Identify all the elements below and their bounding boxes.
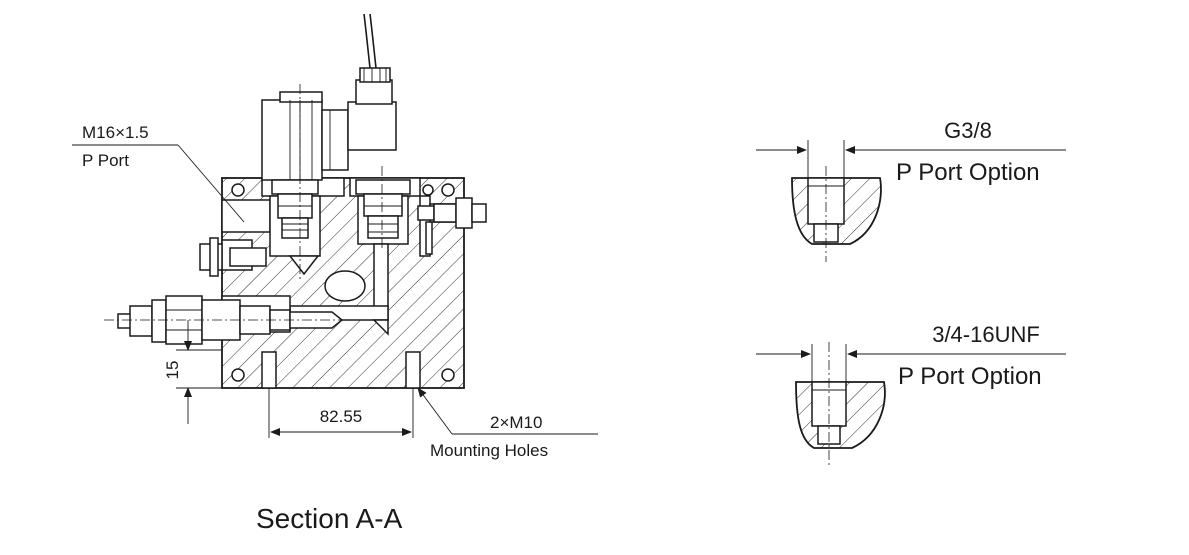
corner-screws	[231, 183, 455, 382]
right-cartridge	[355, 179, 411, 239]
section-title: Section A-A	[256, 503, 403, 534]
port-option-2: 3/4-16UNF P Port Option	[756, 322, 1066, 466]
left-fitting	[199, 237, 267, 277]
dimension-horizontal: 82.55	[268, 388, 414, 438]
holes-spec-label: 2×M10	[490, 413, 542, 432]
holes-callout: 2×M10 Mounting Holes	[417, 387, 598, 460]
right-fitting	[417, 197, 487, 255]
section-view: M16×1.5 P Port 15 82.55 2×M10 Mounting H…	[72, 13, 598, 534]
left-cartridge	[271, 179, 319, 239]
solenoid-coil	[261, 13, 397, 181]
option-1-label: P Port Option	[896, 159, 1040, 186]
port-callout: M16×1.5 P Port	[72, 123, 245, 223]
option-1-thread: G3/8	[944, 118, 992, 143]
dim-horizontal-label: 82.55	[320, 407, 363, 426]
dim-vertical-label: 15	[163, 361, 182, 380]
holes-name-label: Mounting Holes	[430, 441, 548, 460]
port-thread-label: M16×1.5	[82, 123, 149, 142]
dimension-vertical: 15	[163, 320, 222, 424]
option-2-label: P Port Option	[898, 363, 1042, 390]
port-option-1: G3/8 P Port Option	[756, 118, 1066, 262]
port-name-label: P Port	[82, 151, 129, 170]
option-2-thread: 3/4-16UNF	[932, 322, 1040, 347]
